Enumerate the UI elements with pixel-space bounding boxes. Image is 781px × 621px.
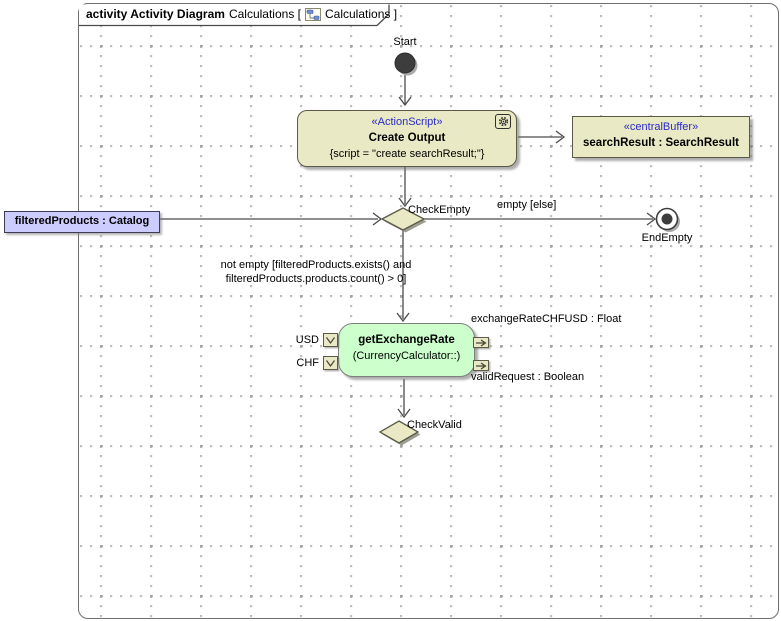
filtered-products-object[interactable]: filteredProducts : Catalog: [4, 211, 160, 233]
not-empty-guard-line1: not empty [filteredProducts.exists() and: [220, 259, 412, 271]
edge-end-empty-arrowhead-icon: [646, 212, 657, 226]
not-empty-guard-line2: filteredProducts.products.count() > 0]: [225, 273, 407, 285]
get-exchange-rate-action[interactable]: getExchangeRate (CurrencyCalculator::): [338, 323, 475, 377]
frame-tab-border: [79, 4, 390, 27]
create-output-name: Create Output: [368, 132, 446, 144]
pin-usd-label: USD: [295, 334, 319, 346]
create-output-script: {script = "create searchResult;"}: [329, 148, 485, 160]
start-label: Start: [393, 36, 417, 48]
buffer-stereotype: «centralBuffer»: [623, 121, 699, 133]
pin-right-arrow-icon: [475, 362, 487, 369]
filtered-products-label: filteredProducts : Catalog: [14, 215, 150, 227]
behavior-gear-icon: [495, 114, 511, 129]
search-result-buffer[interactable]: «centralBuffer» searchResult : SearchRes…: [572, 116, 750, 158]
activity-frame: [78, 3, 779, 619]
pin-down-arrow-icon: [326, 359, 335, 367]
frame-title[interactable]: activity Activity Diagram Calculations […: [86, 7, 397, 21]
end-empty-node-inner: [661, 213, 673, 225]
pin-exchange-rate-label: exchangeRateCHFUSD : Float: [471, 313, 622, 325]
get-exchange-rate-name: getExchangeRate: [358, 334, 455, 346]
start-node[interactable]: [394, 52, 416, 74]
create-output-action[interactable]: «ActionScript» Create Output {script = "…: [297, 110, 517, 167]
input-pin-usd[interactable]: [323, 333, 338, 347]
empty-guard-label: empty [else]: [497, 199, 557, 211]
edge-start-arrowhead-icon: [398, 96, 412, 107]
edge-buffer-arrowhead-icon: [555, 130, 566, 144]
pin-down-arrow-icon: [326, 336, 335, 344]
output-pin-exchange-rate[interactable]: [473, 337, 489, 348]
not-empty-guard-label: not empty [filteredProducts.exists() and…: [170, 258, 462, 286]
check-empty-label: CheckEmpty: [408, 204, 471, 216]
frame-title-keyword: activity Activity Diagram: [86, 7, 225, 21]
check-valid-label: CheckValid: [407, 419, 462, 431]
edge-check-valid-arrowhead-icon: [397, 408, 411, 419]
create-output-stereotype: «ActionScript»: [371, 116, 443, 128]
input-pin-chf[interactable]: [323, 356, 338, 370]
output-pin-valid-request[interactable]: [473, 360, 489, 371]
check-empty-decision[interactable]: [380, 207, 426, 231]
edge-exchange-arrowhead-icon: [396, 312, 410, 323]
pin-chf-label: CHF: [296, 357, 319, 369]
edge-check-empty-top-arrowhead-icon: [398, 197, 412, 208]
pin-right-arrow-icon: [475, 339, 487, 346]
frame-title-name: Calculations [: [228, 7, 301, 21]
frame-title-suffix: Calculations ]: [325, 7, 398, 21]
check-valid-decision[interactable]: [378, 420, 420, 444]
buffer-name: searchResult : SearchResult: [583, 137, 739, 149]
end-empty-label: EndEmpty: [641, 232, 693, 244]
get-exchange-rate-qualifier: (CurrencyCalculator::): [352, 350, 461, 362]
activity-diagram-icon: [305, 7, 321, 21]
pin-valid-request-label: validRequest : Boolean: [471, 371, 585, 383]
